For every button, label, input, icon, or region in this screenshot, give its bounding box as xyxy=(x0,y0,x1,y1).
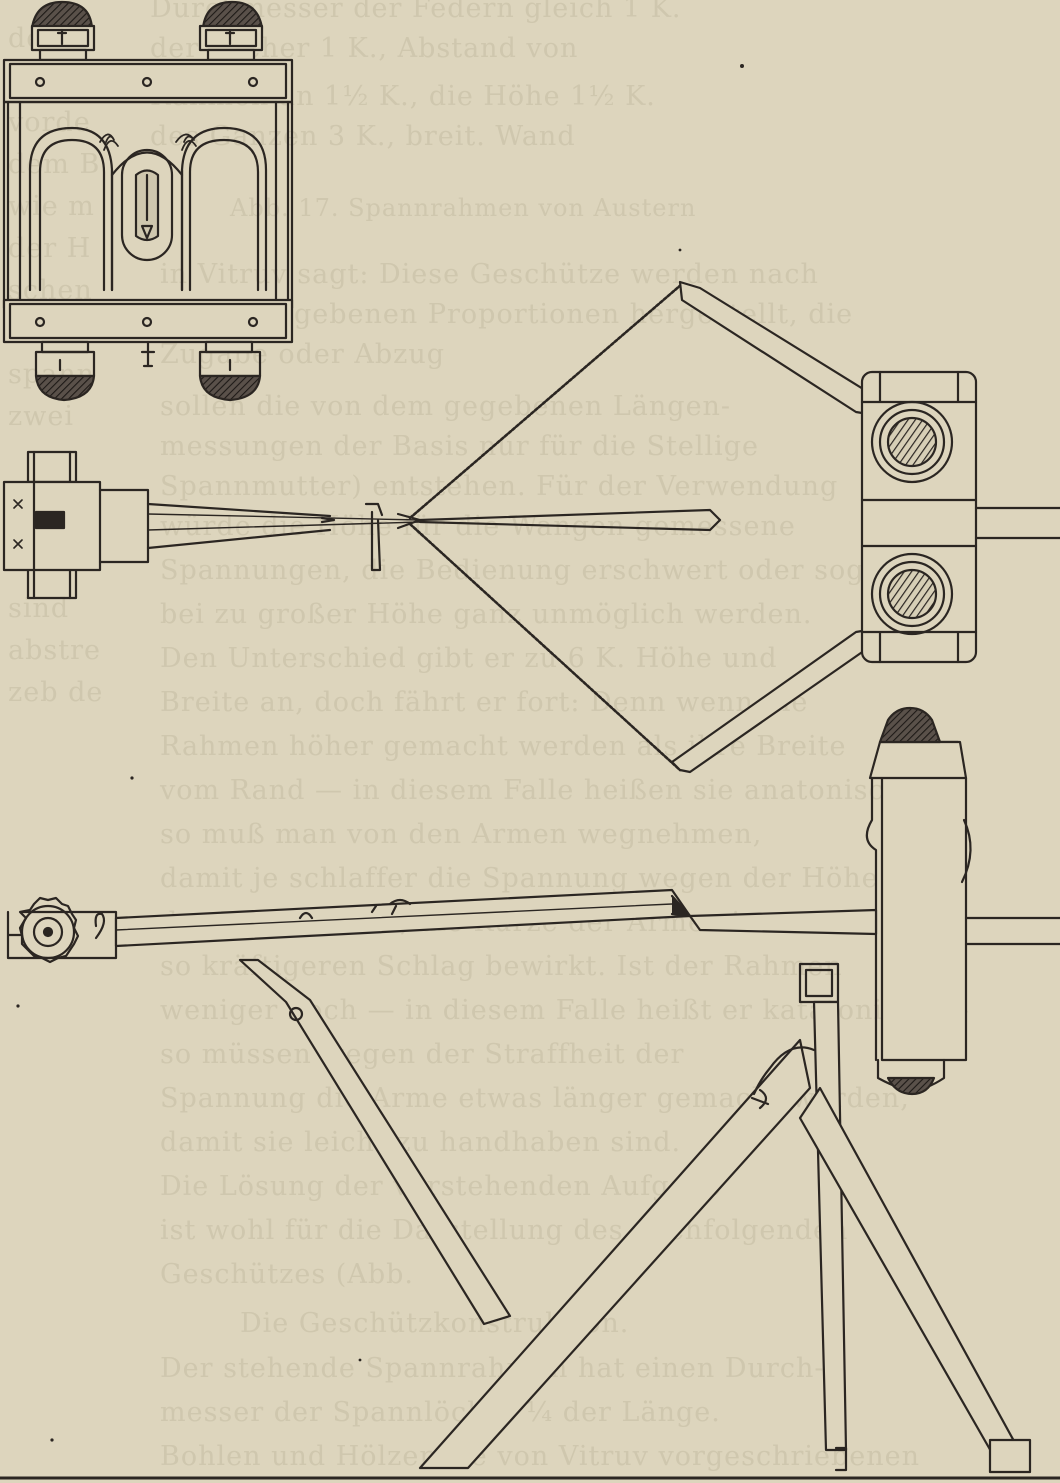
lower-arm xyxy=(670,628,870,774)
spring-frame-top-view xyxy=(860,370,1060,664)
dust-specks xyxy=(16,64,744,1442)
dart-groove xyxy=(418,508,722,532)
top-left-washer xyxy=(30,0,96,62)
tripod-back-leg xyxy=(812,1000,848,1452)
bottom-left-washer xyxy=(34,340,96,402)
winch-cap-bottom xyxy=(26,566,78,600)
winch-cap-top xyxy=(26,450,78,484)
bowstring-lower xyxy=(408,522,682,772)
trigger-side xyxy=(298,898,412,920)
tripod-foot xyxy=(988,1438,1032,1474)
top-right-washer xyxy=(198,0,264,62)
tripod-left-leg xyxy=(418,1038,812,1470)
frame-front-view xyxy=(2,0,294,402)
stock xyxy=(114,888,692,948)
catapult-top-view xyxy=(2,280,1060,774)
catapult-side-view xyxy=(0,706,1060,1480)
bowstring-upper xyxy=(408,282,684,520)
pawl xyxy=(94,912,106,940)
upper-arm xyxy=(678,280,870,416)
bottom-right-washer xyxy=(198,340,262,402)
rear-strut xyxy=(238,958,512,1326)
ratchet-wheel xyxy=(18,896,106,964)
top-beam xyxy=(2,58,294,104)
trigger xyxy=(364,502,384,572)
arm-side xyxy=(688,908,878,936)
central-slot xyxy=(120,148,174,262)
bottom-beam xyxy=(2,298,294,344)
spring-frame-side xyxy=(865,706,1060,1096)
